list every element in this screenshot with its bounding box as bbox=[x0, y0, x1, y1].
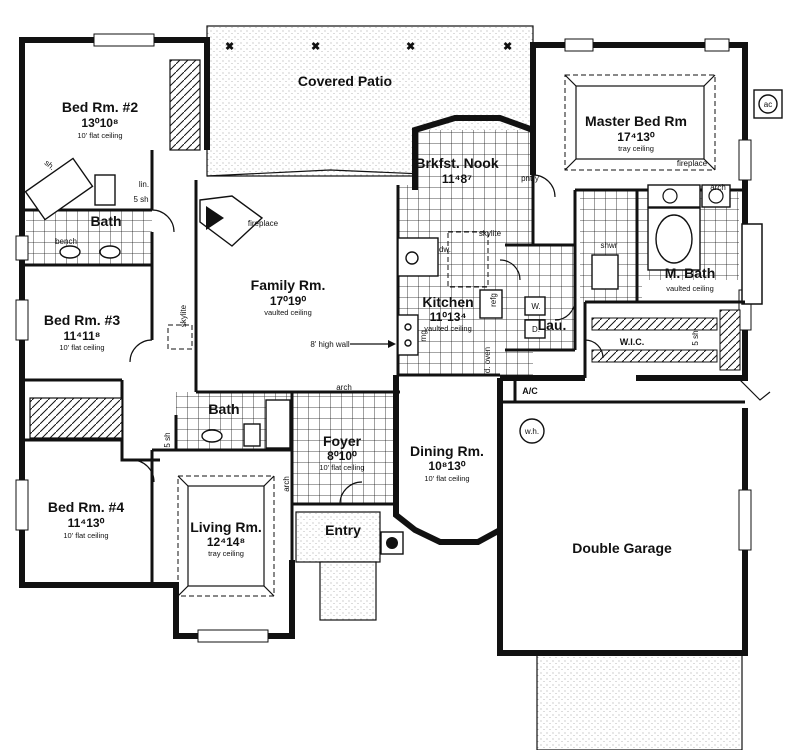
pntry-label: pntry bbox=[521, 174, 539, 183]
sh5-hall-label: 5 sh bbox=[163, 432, 172, 447]
dining-name: Dining Rm. bbox=[410, 443, 484, 459]
wic-name: W.I.C. bbox=[620, 337, 645, 347]
nook-dims: 11⁴8⁷ bbox=[442, 172, 472, 186]
covered-patio-label: Covered Patio bbox=[298, 73, 392, 89]
bed3-ceiling: 10' flat ceiling bbox=[59, 343, 104, 352]
sh-label: sh. bbox=[43, 158, 57, 172]
dryer-label: D. bbox=[532, 325, 540, 334]
entry-name: Entry bbox=[325, 522, 361, 538]
foyer-ceiling: 10' flat ceiling bbox=[319, 463, 364, 472]
toilet-icon bbox=[243, 423, 261, 447]
living-ceiling: tray ceiling bbox=[208, 549, 244, 558]
master-ceiling: tray ceiling bbox=[618, 144, 654, 153]
garage-name: Double Garage bbox=[572, 540, 672, 556]
fireplace-icon bbox=[199, 195, 264, 247]
entry-area bbox=[295, 511, 404, 621]
refg-label: refg bbox=[489, 293, 498, 307]
kitchen-dims: 11⁰13⁴ bbox=[430, 310, 467, 324]
water-heater-icon bbox=[519, 418, 545, 444]
sh5-wic-label: 5 sh bbox=[691, 330, 700, 345]
arch-right-label: arch bbox=[392, 476, 401, 492]
fireplace-master-label: fireplace bbox=[677, 159, 708, 168]
dryer-icon bbox=[524, 319, 546, 339]
washer-icon bbox=[524, 296, 546, 316]
sh5-bed2-label: 5 sh bbox=[133, 195, 148, 204]
ac-label: A/C bbox=[522, 386, 538, 396]
oven-label: d. oven bbox=[483, 347, 492, 373]
column-marker-icon: ✖ bbox=[406, 41, 415, 53]
column-marker-icon: ✖ bbox=[311, 41, 320, 53]
dining-ceiling: 10' flat ceiling bbox=[424, 474, 469, 483]
column-marker-icon: ✖ bbox=[225, 41, 234, 53]
dining-dims: 10⁸13⁰ bbox=[428, 459, 465, 473]
bed2-ceiling: 10' flat ceiling bbox=[77, 131, 122, 140]
skylite-kitchen-label: skylite bbox=[479, 229, 502, 238]
sink-icon bbox=[99, 245, 121, 259]
range-icon bbox=[397, 314, 419, 356]
toilet-icon bbox=[94, 174, 116, 206]
exterior-walls bbox=[19, 37, 748, 656]
mbath-ceiling: vaulted ceiling bbox=[666, 284, 714, 293]
door-swings bbox=[129, 174, 771, 505]
column-marker-icon: ✖ bbox=[503, 41, 512, 53]
bed4-dims: 11⁴13⁰ bbox=[68, 516, 105, 530]
bed4-name: Bed Rm. #4 bbox=[48, 499, 124, 515]
tray-ceilings bbox=[167, 74, 716, 597]
column-icon bbox=[386, 537, 398, 549]
sink-icon bbox=[201, 429, 223, 443]
fireplace-label: fireplace bbox=[248, 219, 279, 228]
lin-label: lin. bbox=[139, 180, 149, 189]
family-dims: 17⁰19⁰ bbox=[270, 294, 307, 308]
master-dims: 17⁴13⁰ bbox=[617, 130, 655, 144]
family-ceiling: vaulted ceiling bbox=[264, 308, 312, 317]
laundry-name: Lau. bbox=[538, 317, 567, 333]
kitchen-ceiling: vaulted ceiling bbox=[424, 324, 472, 333]
bed2-name: Bed Rm. #2 bbox=[62, 99, 138, 115]
fixtures bbox=[24, 89, 783, 449]
bed4-ceiling: 10' flat ceiling bbox=[63, 531, 108, 540]
family-name: Family Rm. bbox=[251, 277, 326, 293]
driveway bbox=[536, 651, 743, 750]
bath1-name: Bath bbox=[90, 213, 121, 229]
high-wall-label: 8' high wall bbox=[310, 340, 350, 349]
master-name: Master Bed Rm bbox=[585, 113, 687, 129]
living-dims: 12⁴14⁸ bbox=[207, 535, 245, 549]
toilet-icon bbox=[591, 254, 619, 290]
bed2-dims: 13⁰10⁸ bbox=[81, 116, 118, 130]
bed3-dims: 11⁴11⁸ bbox=[64, 329, 101, 343]
arch-left-label: arch bbox=[282, 476, 291, 492]
foyer-name: Foyer bbox=[323, 433, 362, 449]
wh-label: w.h. bbox=[524, 427, 539, 436]
bathtub-icon bbox=[24, 157, 94, 221]
arch-foyer-label: arch bbox=[336, 383, 352, 392]
bathtub-icon bbox=[265, 399, 291, 449]
mbath-name: M. Bath bbox=[665, 265, 716, 281]
nook-name: Brkfst. Nook bbox=[415, 155, 498, 171]
tile-floors bbox=[26, 130, 739, 504]
ac-unit-label: ac bbox=[764, 100, 772, 109]
rng-label: rng bbox=[419, 330, 428, 342]
washer-label: W. bbox=[531, 302, 540, 311]
dw-label: dw. bbox=[439, 245, 451, 254]
skylite-hall-label: skylite bbox=[179, 304, 188, 327]
bed3-name: Bed Rm. #3 bbox=[44, 312, 120, 328]
kitchen-name: Kitchen bbox=[422, 294, 473, 310]
bath2-name: Bath bbox=[208, 401, 239, 417]
bench-label: bench bbox=[55, 237, 77, 246]
living-name: Living Rm. bbox=[190, 519, 262, 535]
foyer-dims: 8⁰10⁰ bbox=[327, 449, 357, 463]
sink-icon bbox=[59, 245, 81, 259]
refrigerator-icon bbox=[479, 289, 503, 319]
windows bbox=[15, 33, 763, 643]
shwr-label: shwr bbox=[601, 241, 618, 250]
closets bbox=[29, 59, 741, 439]
arch-master-label: arch bbox=[710, 183, 726, 192]
